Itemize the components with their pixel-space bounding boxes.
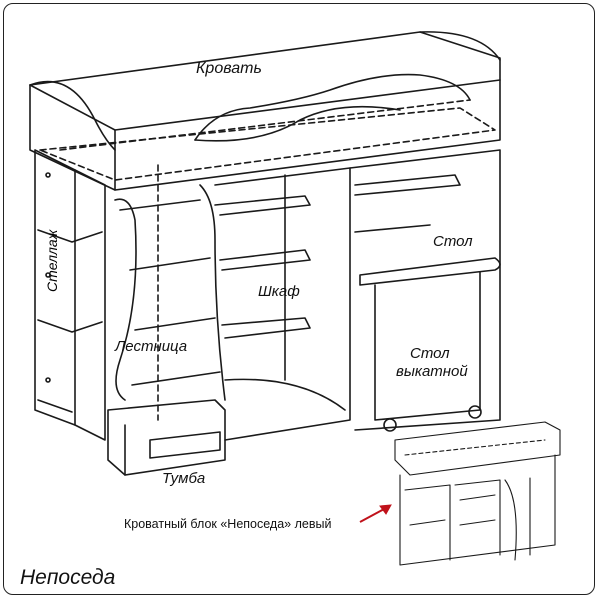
label-wardrobe: Шкаф	[258, 283, 300, 300]
shelving-unit	[34, 149, 106, 441]
label-ladder: Лестница	[115, 338, 188, 355]
ladder	[114, 164, 226, 421]
desk-section	[349, 149, 501, 432]
outer-border	[3, 3, 595, 595]
product-caption: Кроватный блок «Непоседа» левый	[124, 517, 332, 531]
wardrobe	[214, 167, 351, 441]
nightstand	[107, 399, 226, 476]
thumbnail-bed	[394, 421, 561, 566]
brand-title: Непоседа	[20, 566, 116, 589]
label-rolling-desk-2: выкатной	[396, 363, 468, 380]
label-nightstand: Тумба	[162, 470, 206, 487]
label-desk: Стол	[433, 233, 473, 250]
label-shelving: Стеллаж	[44, 229, 60, 292]
pointer-arrow	[359, 504, 392, 523]
label-rolling-desk-1: Стол	[410, 345, 450, 362]
bed-frame	[29, 31, 501, 191]
label-bed: Кровать	[196, 60, 262, 77]
